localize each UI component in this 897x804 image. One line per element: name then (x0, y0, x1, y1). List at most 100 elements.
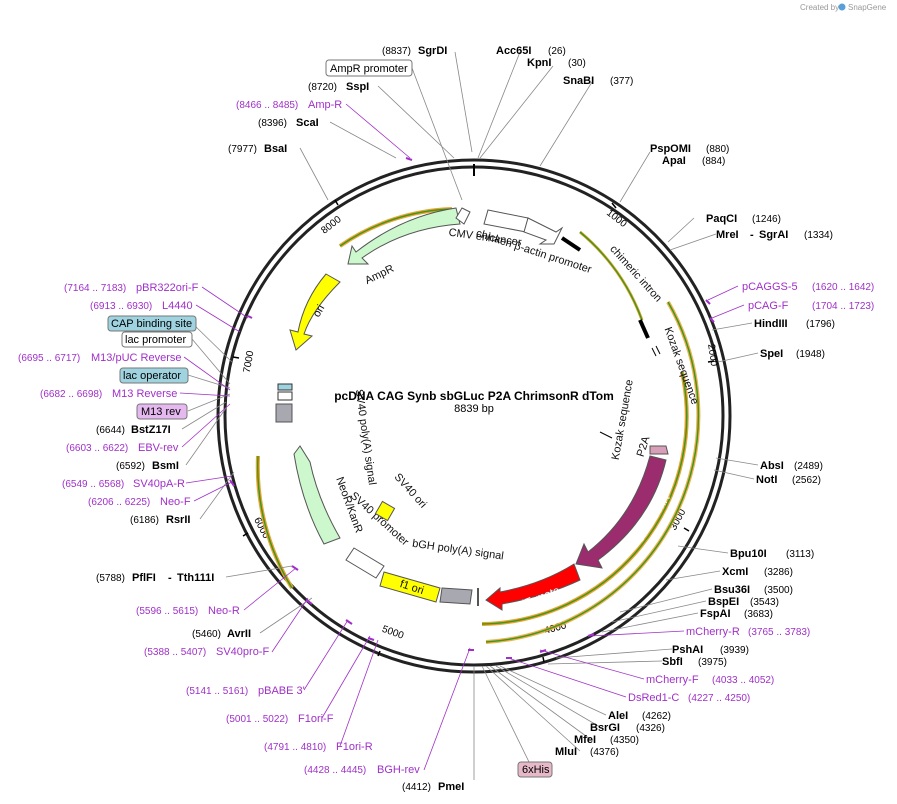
acc65i-num: (26) (548, 46, 566, 57)
top-sites: (8837) SgrDI Acc65I (26) KpnI (30) AmpR … (228, 45, 633, 155)
chrimsonr-arrow (575, 455, 667, 569)
rsrii-name[interactable]: RsrII (166, 514, 190, 526)
bsu36i-num: (3500) (764, 585, 793, 596)
dtomato-arrow (485, 563, 581, 611)
right-sites: PspOMI (880) ApaI (884) PaqCI (1246) Mre… (628, 143, 874, 704)
neokanr-arrow (293, 445, 341, 545)
scai-num: (8396) (258, 118, 287, 129)
sv40par-name[interactable]: SV40pA-R (133, 478, 185, 490)
neor-name[interactable]: Neo-R (208, 605, 240, 617)
dsred1c-num: (4227 .. 4250) (688, 693, 750, 704)
ampr-promoter-box[interactable] (325, 59, 413, 77)
bstz17i-name[interactable]: BstZ17I (131, 424, 171, 436)
bghrev-name[interactable]: BGH-rev (377, 764, 420, 776)
m13rev-num: (6682 .. 6698) (40, 389, 102, 400)
snabi-name[interactable]: SnaBI (563, 75, 594, 87)
sgrdi-num: (8837) (382, 46, 411, 57)
bsrgi-name[interactable]: BsrGI (590, 722, 620, 734)
paqci-name[interactable]: PaqCI (706, 213, 737, 225)
pspomi-name[interactable]: PspOMI (650, 143, 691, 155)
p2a-block (649, 445, 669, 455)
absi-name[interactable]: AbsI (760, 460, 784, 472)
ampr-label: AmpR (363, 263, 396, 287)
m13puc-num: (6695 .. 6717) (18, 353, 80, 364)
mcherryf-name[interactable]: mCherry-F (646, 674, 699, 686)
pbr322-num: (7164 .. 7183) (64, 283, 126, 294)
kpni-name[interactable]: KpnI (527, 57, 551, 69)
mrei-sep: - (750, 229, 754, 241)
bgh-block (439, 587, 473, 605)
kozak-mark-2 (599, 431, 613, 439)
neo-track-orange (255, 455, 294, 590)
avrii-name[interactable]: AvrII (227, 628, 251, 640)
pbr322-name[interactable]: pBR322ori-F (136, 282, 199, 294)
bspei-name[interactable]: BspEI (708, 596, 739, 608)
lac-operator-box[interactable] (119, 367, 189, 384)
plasmid-name: pcDNA CAG Synb sbGLuc P2A ChrimsonR dTom (334, 389, 614, 403)
bsai-name[interactable]: BsaI (264, 143, 287, 155)
xcmi-name[interactable]: XcmI (722, 566, 748, 578)
scai-name[interactable]: ScaI (296, 117, 319, 129)
pspomi-num: (880) (706, 144, 729, 155)
mfei-name[interactable]: MfeI (574, 734, 596, 746)
m13-rev-box[interactable] (136, 403, 188, 420)
sv40prof-name[interactable]: SV40pro-F (216, 646, 269, 658)
pcag-track-green (485, 301, 700, 643)
m13rev-name[interactable]: M13 Reverse (112, 388, 177, 400)
kozak-mark-1 (638, 319, 650, 339)
tick-5000: 5000 (380, 624, 405, 642)
ori-arrow (289, 273, 341, 351)
spei-num: (1948) (796, 349, 825, 360)
mcherryr-name[interactable]: mCherry-R (686, 626, 740, 638)
apai-name[interactable]: ApaI (662, 155, 686, 167)
sv40prof-num: (5388 .. 5407) (144, 647, 206, 658)
pflfi-name[interactable]: PflFI (132, 572, 156, 584)
mlui-name[interactable]: MluI (555, 746, 577, 758)
mcherryr-num: (3765 .. 3783) (748, 627, 810, 638)
pmei-name[interactable]: PmeI (438, 781, 464, 793)
ebvrev-name[interactable]: EBV-rev (138, 442, 179, 454)
neor-num: (5596 .. 5615) (136, 606, 198, 617)
sv40-pa-label: SV40 poly(A) signal (353, 388, 378, 485)
pcagf-name[interactable]: pCAG-F (748, 300, 789, 312)
dsred1c-name[interactable]: DsRed1-C (628, 692, 679, 704)
bsmi-name[interactable]: BsmI (152, 460, 179, 472)
tth111i-name[interactable]: Tth111I (177, 572, 214, 584)
pflfi-num: (5788) (96, 573, 125, 584)
f1orir-name[interactable]: F1ori-R (336, 741, 373, 753)
bsu36i-name[interactable]: Bsu36I (714, 584, 750, 596)
pshai-name[interactable]: PshAI (672, 644, 703, 656)
pbabe3-name[interactable]: pBABE 3' (258, 685, 305, 697)
primer-leaders (179, 103, 745, 771)
pshai-num: (3939) (720, 645, 749, 656)
sixhis-box[interactable] (517, 761, 553, 778)
sgrdi-name[interactable]: SgrDI (418, 45, 447, 57)
mrei-name[interactable]: MreI (716, 229, 739, 241)
pcagf-num: (1704 .. 1723) (812, 301, 874, 312)
noti-name[interactable]: NotI (756, 474, 777, 486)
bsai-num: (7977) (228, 144, 257, 155)
bpu10i-name[interactable]: Bpu10I (730, 548, 767, 560)
hindiii-name[interactable]: HindIII (754, 318, 788, 330)
l4440-name[interactable]: L4440 (162, 300, 193, 312)
neof-num: (6206 .. 6225) (88, 497, 150, 508)
acc65i-name[interactable]: Acc65I (496, 45, 531, 57)
apai-num: (884) (702, 156, 725, 167)
alei-name[interactable]: AleI (608, 710, 628, 722)
m13-rev-box-label: M13 rev (141, 406, 181, 418)
neof-name[interactable]: Neo-F (160, 496, 191, 508)
bottom-sites: AleI (4262) BsrGI (4326) MfeI (4350) Mlu… (186, 685, 671, 793)
sspi-name[interactable]: SspI (346, 81, 369, 93)
snapgene-logo-icon (838, 3, 846, 11)
f1orif-name[interactable]: F1ori-F (298, 713, 334, 725)
fspai-name[interactable]: FspAI (700, 608, 731, 620)
lac-promoter-box[interactable] (121, 331, 193, 348)
pcaggs5-name[interactable]: pCAGGS-5 (742, 281, 798, 293)
spei-name[interactable]: SpeI (760, 348, 783, 360)
site-leaders (181, 51, 759, 780)
cap-binding-box[interactable] (107, 315, 197, 332)
ampr-primer-name[interactable]: Amp-R (308, 99, 342, 111)
sgrai-name[interactable]: SgrAI (759, 229, 788, 241)
sbfi-name[interactable]: SbfI (662, 656, 683, 668)
m13puc-name[interactable]: M13/pUC Reverse (91, 352, 181, 364)
